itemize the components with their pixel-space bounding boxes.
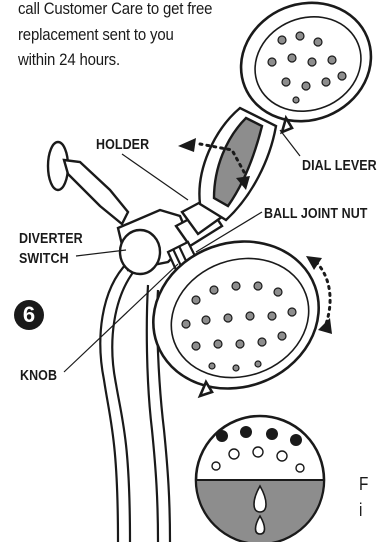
intro-text: call Customer Care to get free replaceme…: [18, 0, 229, 73]
holder-label: HOLDER: [96, 135, 149, 155]
intro-line-3: within 24 hours.: [18, 47, 229, 73]
intro-line-2: replacement sent to you: [18, 22, 229, 48]
ball-joint-nut-label: BALL JOINT NUT: [264, 204, 368, 224]
detail-circle: [196, 416, 324, 542]
diverter-switch-label: DIVERTER SWITCH: [19, 229, 83, 269]
cut-text-line-1: F: [359, 474, 368, 495]
intro-line-1: call Customer Care to get free: [18, 0, 229, 22]
step-number-badge: 6: [14, 300, 44, 330]
dial-lever-label: DIAL LEVER: [302, 156, 377, 176]
cut-text-line-2: i: [359, 500, 362, 521]
knob-label: KNOB: [20, 366, 57, 386]
